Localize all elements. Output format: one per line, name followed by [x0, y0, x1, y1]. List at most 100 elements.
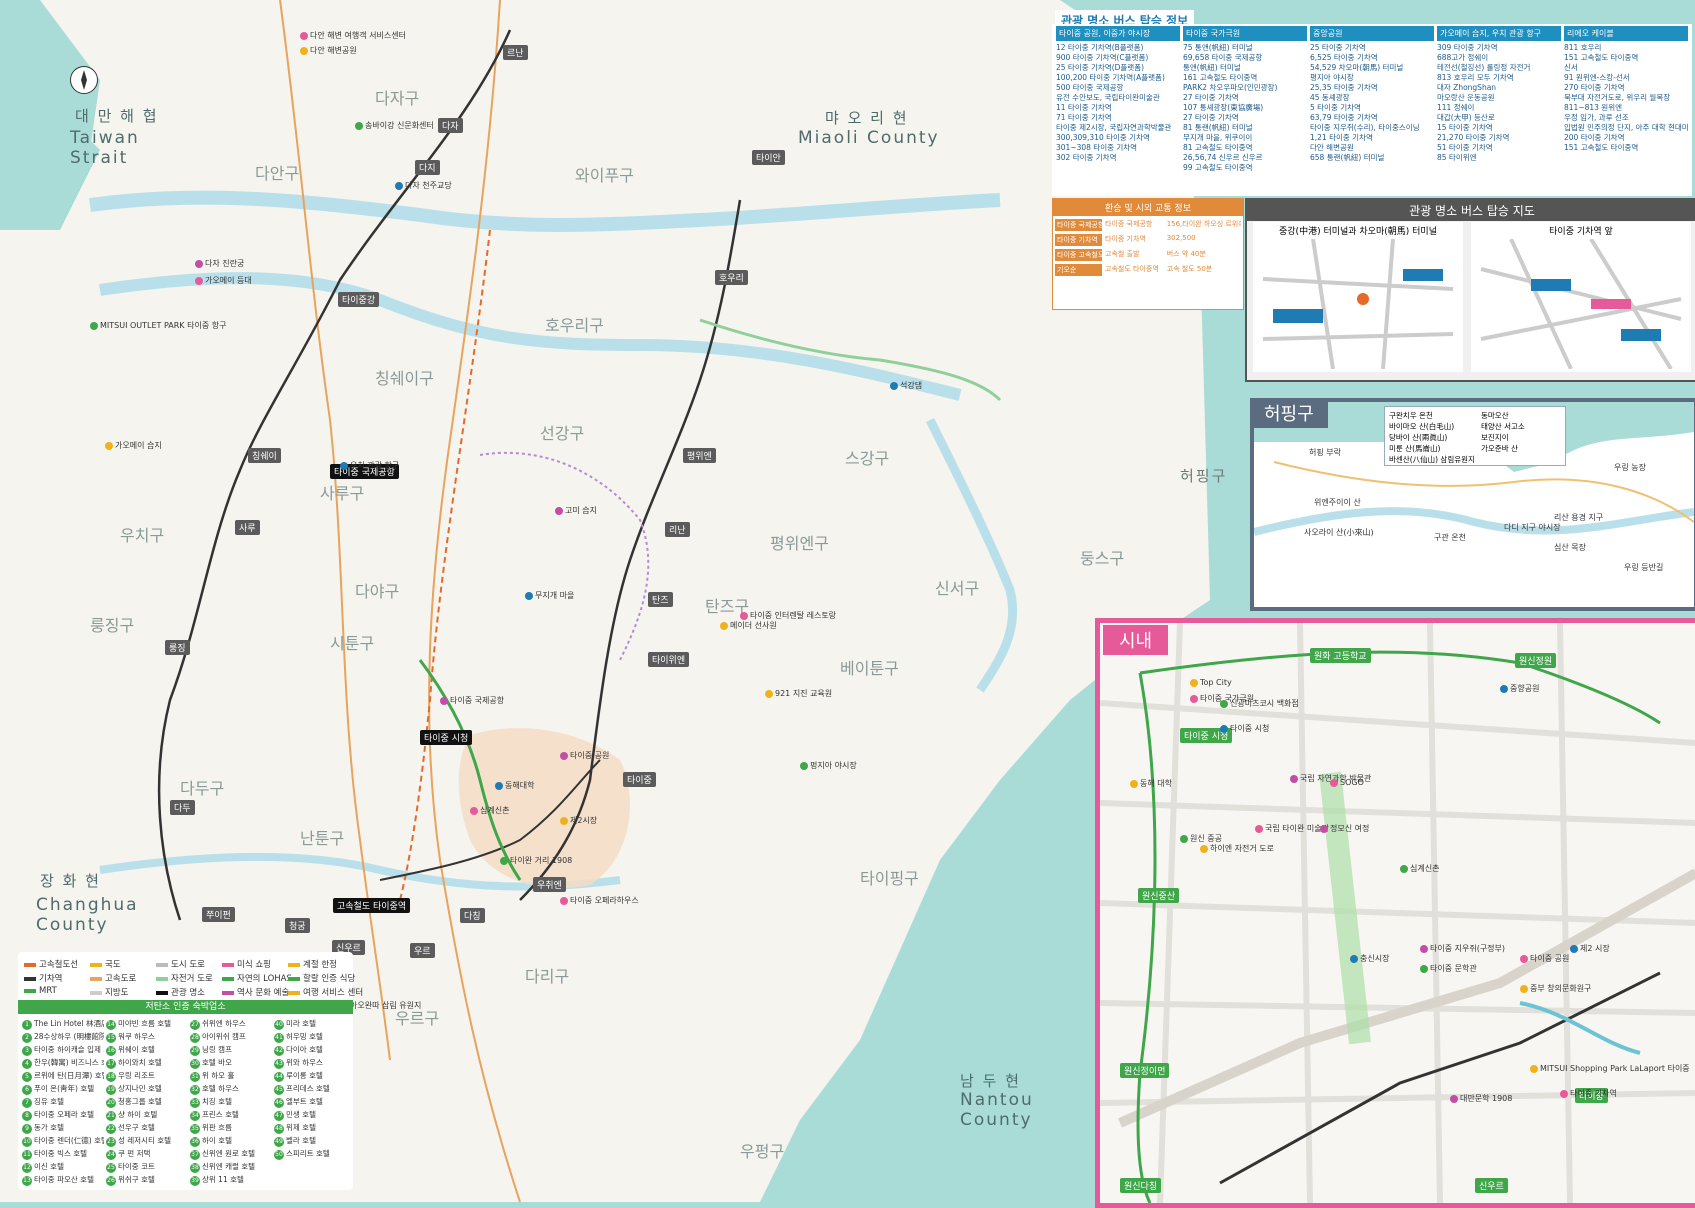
downtown-poi[interactable]: 타이중 국가극원: [1190, 693, 1254, 704]
heping-poi[interactable]: 우링 농장: [1614, 463, 1646, 472]
heping-poi[interactable]: 우링 등반길: [1624, 563, 1664, 572]
station-label[interactable]: 타이중강: [338, 292, 380, 307]
poi-marker[interactable]: 다안 해변공원: [300, 45, 357, 56]
downtown-poi[interactable]: 타이중 지우쥐(구정부): [1420, 943, 1505, 954]
freeway-1: [279, 0, 391, 1061]
station-label[interactable]: 타이안: [752, 150, 785, 165]
downtown-poi[interactable]: 하이엔 자전거 도로: [1200, 843, 1274, 854]
downtown-poi[interactable]: 중부 창의문화원구: [1520, 983, 1591, 994]
heping-poi[interactable]: 심산 목장: [1554, 543, 1586, 552]
downtown-poi[interactable]: 타이중 공원: [1520, 953, 1569, 964]
station-label[interactable]: 사루: [235, 520, 260, 535]
station-label[interactable]: 청궁: [285, 918, 310, 933]
station-label[interactable]: 칭쉐이: [248, 448, 281, 463]
poi-marker[interactable]: 타이중 인터렌탈 레스토랑: [740, 610, 836, 621]
station-label[interactable]: 르난: [503, 45, 528, 60]
rail-city: [379, 759, 601, 881]
poi-marker[interactable]: 석강댐: [890, 380, 922, 391]
station-label[interactable]: 다지: [415, 160, 440, 175]
region-changhua-ko: 장 화 현: [40, 872, 101, 890]
poi-marker[interactable]: 메이더 선사원: [720, 620, 777, 631]
poi-marker[interactable]: 우치 관광 항구: [340, 460, 399, 471]
downtown-poi[interactable]: 충신시장: [1350, 953, 1389, 964]
downtown-poi[interactable]: 심계신촌: [1400, 863, 1439, 874]
transfer-row-label: 기오순: [1055, 264, 1103, 276]
station-label[interactable]: 우르: [410, 943, 435, 958]
downtown-station[interactable]: 원신정원: [1515, 653, 1557, 668]
poi-marker[interactable]: 다안 해변 여행객 서비스센터: [300, 30, 406, 41]
downtown-poi[interactable]: 타이중 기차역: [1560, 1088, 1617, 1099]
downtown-poi[interactable]: 정모신 여정: [1320, 823, 1369, 834]
downtown-station[interactable]: 원신정이먼: [1120, 1063, 1170, 1078]
bus-line: 6,525 타이중 기차역: [1310, 53, 1378, 62]
heping-poi[interactable]: 구관 온천: [1434, 533, 1466, 542]
poi-marker[interactable]: 고미 습지: [555, 505, 597, 516]
downtown-poi[interactable]: 신광미츠코시 백화점: [1220, 698, 1299, 709]
heping-poi[interactable]: 다디 지구 야시장: [1504, 523, 1561, 532]
station-label[interactable]: 다두: [170, 800, 195, 815]
poi-marker[interactable]: 송바이강 신문화센터: [355, 120, 434, 131]
heping-poi[interactable]: 리산 용경 지구: [1554, 513, 1604, 522]
poi-marker[interactable]: 가오메이 습지: [105, 440, 162, 451]
downtown-station[interactable]: 타이중: [1575, 1088, 1608, 1103]
downtown-poi[interactable]: MITSUI Shopping Park LaLaport 타이중: [1530, 1063, 1690, 1074]
poi-marker[interactable]: MITSUI OUTLET PARK 타이중 항구: [90, 320, 226, 331]
poi-marker[interactable]: 가오메이 등대: [195, 275, 252, 286]
station-label[interactable]: 룽징: [165, 640, 190, 655]
poi-marker[interactable]: 심계신촌: [470, 805, 509, 816]
poi-marker[interactable]: 타이중 국제공항: [440, 695, 504, 706]
station-label[interactable]: 리난: [665, 522, 690, 537]
heping-poi[interactable]: 위엔주이이 산: [1314, 498, 1361, 507]
station-label[interactable]: 타이위엔: [648, 652, 690, 667]
downtown-station[interactable]: 타이중 시청: [1180, 728, 1233, 743]
poi-marker[interactable]: 제2시장: [560, 815, 597, 826]
poi-marker[interactable]: 동해대학: [495, 780, 534, 791]
legend-swatch-icon: [288, 962, 300, 967]
station-label[interactable]: 타이중: [623, 772, 656, 787]
downtown-poi[interactable]: 동해 대학: [1130, 778, 1172, 789]
station-label[interactable]: 평위엔: [683, 448, 716, 463]
heping-poi[interactable]: 허핑 부락: [1309, 448, 1341, 457]
downtown-poi[interactable]: 국립 타이완 미술관: [1255, 823, 1329, 834]
downtown-poi[interactable]: SOGO: [1330, 778, 1364, 787]
station-label[interactable]: 다자: [438, 118, 463, 133]
poi-pin-icon: [1180, 834, 1188, 843]
legend-item: 할랄 인증 식당: [288, 972, 355, 984]
poi-marker[interactable]: 921 지진 교육원: [765, 688, 832, 699]
hotel-name: 하이 호텔: [202, 1136, 232, 1145]
poi-marker[interactable]: 타이완 거리 1908: [500, 855, 572, 866]
bus-line: 11 타이중 기차역: [1056, 103, 1112, 112]
poi-marker[interactable]: 타이중 오페라하우스: [560, 895, 639, 906]
downtown-poi[interactable]: 타이중 문학관: [1420, 963, 1477, 974]
downtown-poi[interactable]: Top City: [1190, 678, 1232, 687]
downtown-poi[interactable]: 제2 시장: [1570, 943, 1610, 954]
downtown-station[interactable]: 원신중산: [1138, 888, 1180, 903]
downtown-station[interactable]: 원화 고등학교: [1310, 648, 1371, 663]
poi-marker[interactable]: 타이중 공원: [560, 750, 609, 761]
downtown-poi[interactable]: 중향공원: [1500, 683, 1539, 694]
downtown-station[interactable]: 원신다칭: [1120, 1178, 1162, 1193]
heping-poi[interactable]: 사오라이 산(小來山): [1304, 528, 1374, 537]
poi-pin-icon: [720, 621, 728, 630]
station-label[interactable]: 우취엔: [533, 877, 566, 892]
downtown-poi[interactable]: 타이중 시청: [1220, 723, 1269, 734]
station-label-green[interactable]: 고속철도 타이중역: [333, 898, 411, 913]
station-label[interactable]: 다칭: [460, 908, 485, 923]
downtown-station[interactable]: 신우르: [1475, 1178, 1508, 1193]
poi-marker[interactable]: 펑지아 야시장: [800, 760, 857, 771]
station-label[interactable]: 탄즈: [648, 592, 673, 607]
poi-marker[interactable]: 무지개 마을: [525, 590, 574, 601]
station-label-green[interactable]: 타이중 시청: [420, 730, 473, 745]
poi-label: 타이중 국제공항: [450, 696, 505, 705]
station-label[interactable]: 쭈이펀: [202, 907, 235, 922]
poi-pin-icon: [560, 896, 568, 905]
station-label[interactable]: 신우르: [332, 940, 365, 955]
station-label[interactable]: 호우리: [715, 270, 748, 285]
downtown-poi[interactable]: 원신 중공: [1180, 833, 1222, 844]
legend-item-label: 관광 명소: [171, 988, 205, 998]
poi-marker[interactable]: 다자 진란궁: [195, 258, 244, 269]
poi-marker[interactable]: 다자 천주교당: [395, 180, 452, 191]
downtown-poi[interactable]: 대만문학 1908: [1450, 1093, 1512, 1104]
